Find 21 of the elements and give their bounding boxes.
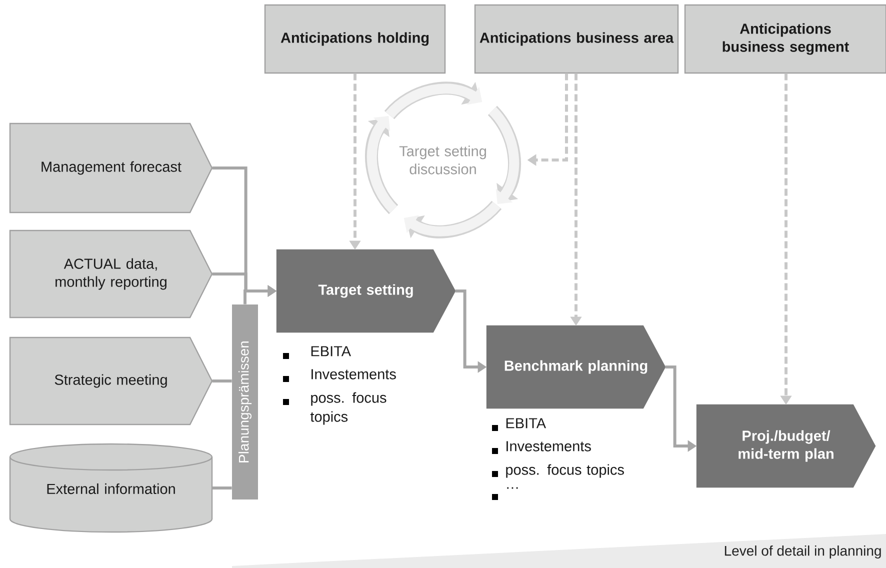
anticipation-box: Anticipations business area — [474, 4, 679, 74]
bullet-item: Investements — [283, 369, 396, 382]
bullet-item: Investements — [492, 441, 591, 454]
bullet-item: poss. focus topics — [492, 464, 624, 478]
axis-label: Level of detail in planning — [724, 545, 881, 559]
bullet-item: … — [492, 487, 518, 500]
input-arrow-box: Strategic meeting — [9, 336, 213, 426]
process-arrow-box: Target setting — [276, 249, 456, 333]
input-arrow-box: ACTUAL data, monthly reporting — [9, 230, 213, 318]
premises-bar: Planungsprämissen — [232, 304, 258, 500]
anticipation-box: Anticipations holding — [264, 4, 446, 74]
bullet-item: poss. focus topics — [283, 392, 386, 425]
process-arrow-box: Benchmark planning — [486, 325, 666, 409]
process-arrow-box: Proj./budget/ mid-term plan — [696, 404, 876, 488]
input-arrow-box: Management forecast — [9, 122, 213, 214]
bullet-item: EBITA — [492, 418, 546, 431]
node-label: Target setting discussion — [399, 146, 486, 174]
bullet-item: EBITA — [283, 346, 351, 359]
anticipation-box: Anticipations business segment — [684, 4, 886, 74]
database-cylinder: External information — [9, 443, 213, 533]
cycle-ring: Target setting discussion — [365, 82, 521, 238]
